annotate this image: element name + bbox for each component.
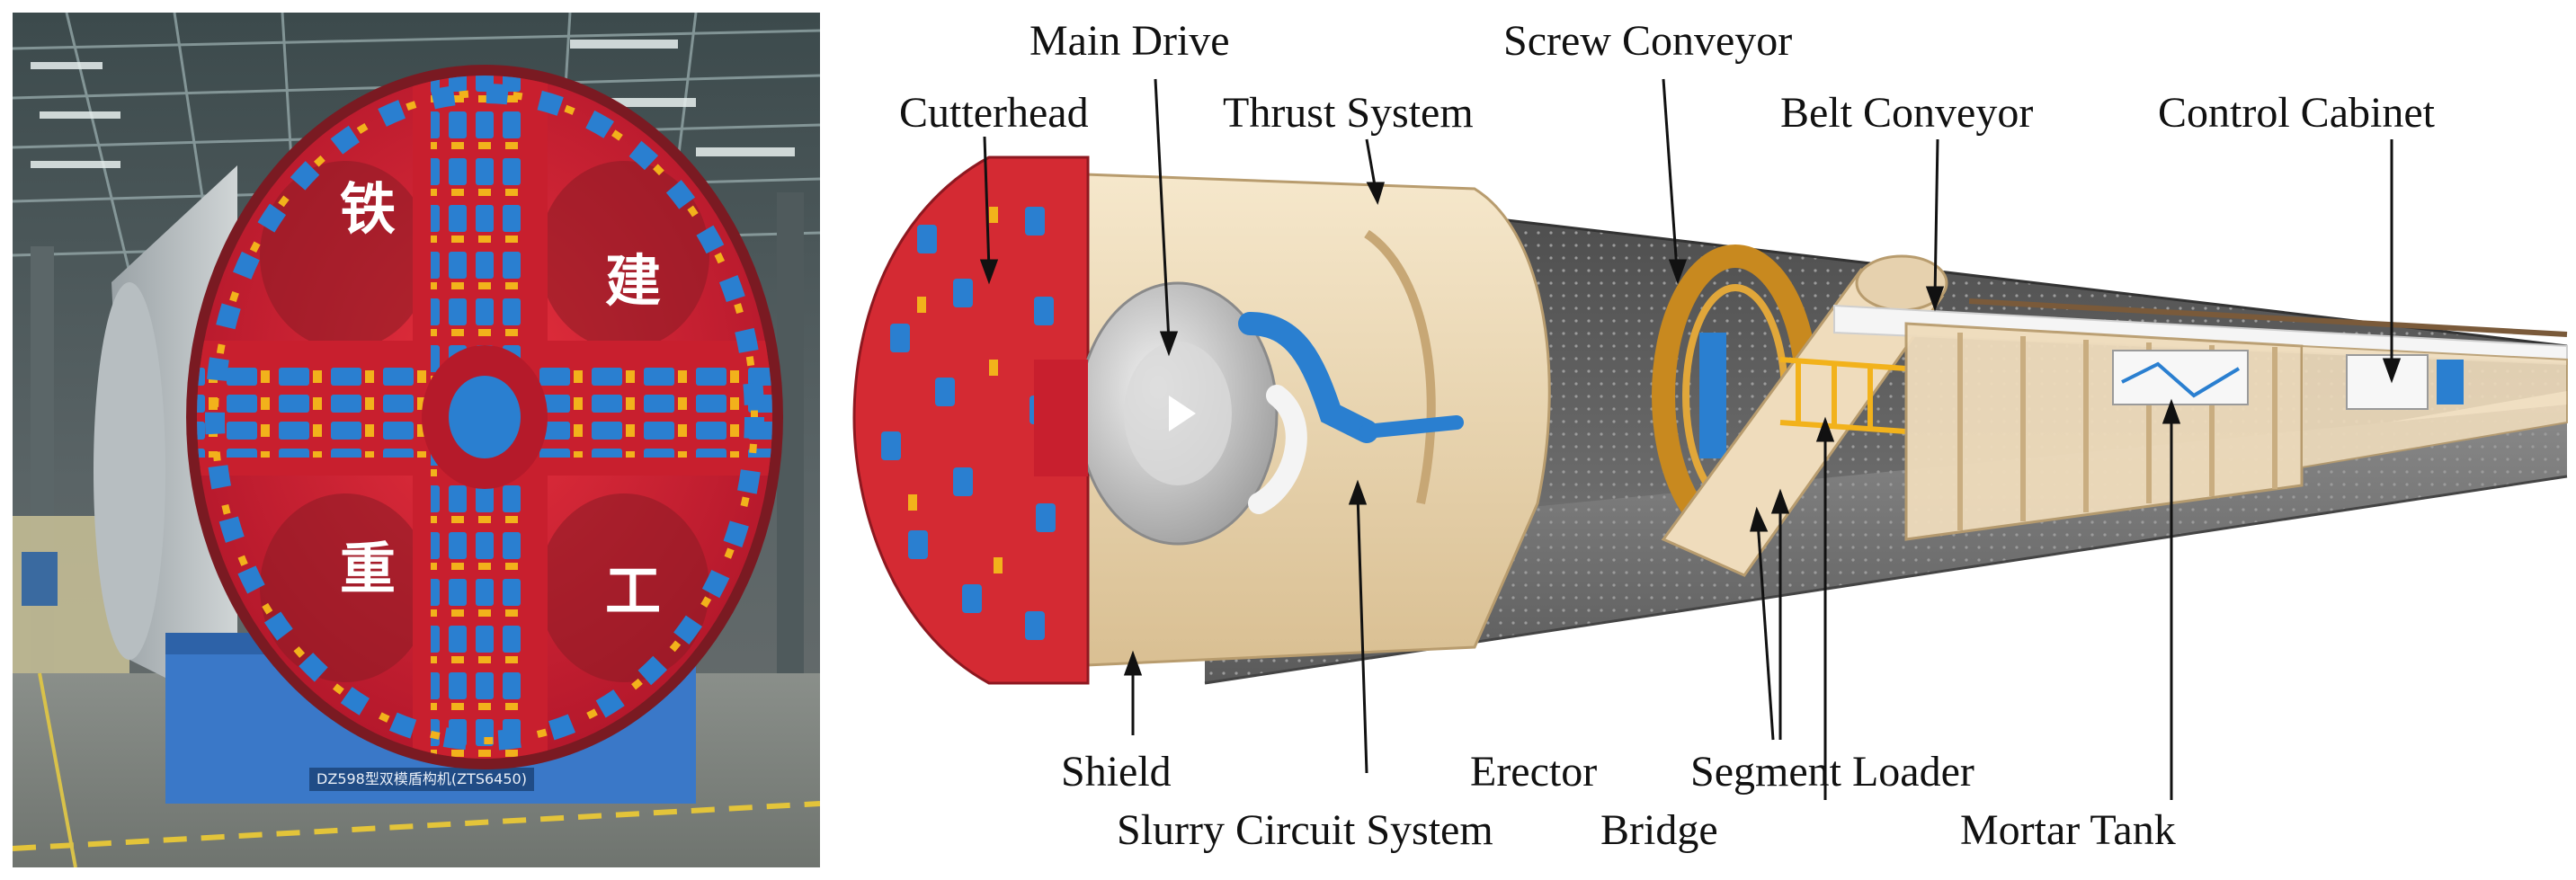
- character-jian: 建: [605, 248, 661, 314]
- main-drive: [1034, 281, 1279, 546]
- label-screw-conveyor: Screw Conveyor: [1503, 17, 1793, 65]
- tbm-cutaway-diagram: [852, 78, 2568, 800]
- cutterhead-characters: 铁 建 重 工: [340, 176, 661, 624]
- mortar-tank: [2112, 350, 2249, 405]
- character-tie: 铁: [340, 176, 396, 242]
- label-control-cabinet: Control Cabinet: [2158, 89, 2435, 137]
- label-cutterhead: Cutterhead: [899, 89, 1089, 137]
- character-gong: 工: [605, 558, 661, 624]
- slurry-circuit-pipes: [1238, 312, 1464, 514]
- control-cabinet: [2346, 354, 2464, 410]
- label-shield: Shield: [1061, 748, 1172, 796]
- label-belt-conveyor: Belt Conveyor: [1780, 89, 2034, 137]
- leader-lines: [979, 78, 2402, 800]
- label-segment-loader: Segment Loader: [1690, 748, 1974, 796]
- label-thrust-system: Thrust System: [1223, 89, 1474, 137]
- label-bridge: Bridge: [1600, 806, 1718, 854]
- label-mortar-tank: Mortar Tank: [1960, 806, 2176, 854]
- tbm-photo: DZ598型双模盾构机(ZTS6450) 铁 建 重 工: [13, 13, 820, 867]
- label-slurry-circuit-system: Slurry Circuit System: [1117, 806, 1493, 854]
- nameplate-text: DZ598型双模盾构机(ZTS6450): [316, 770, 527, 787]
- bridge-structure: [1779, 357, 1907, 434]
- label-erector: Erector: [1470, 748, 1598, 796]
- character-zhong: 重: [340, 536, 396, 601]
- label-main-drive: Main Drive: [1030, 17, 1230, 65]
- cutterhead-disc: [186, 65, 783, 769]
